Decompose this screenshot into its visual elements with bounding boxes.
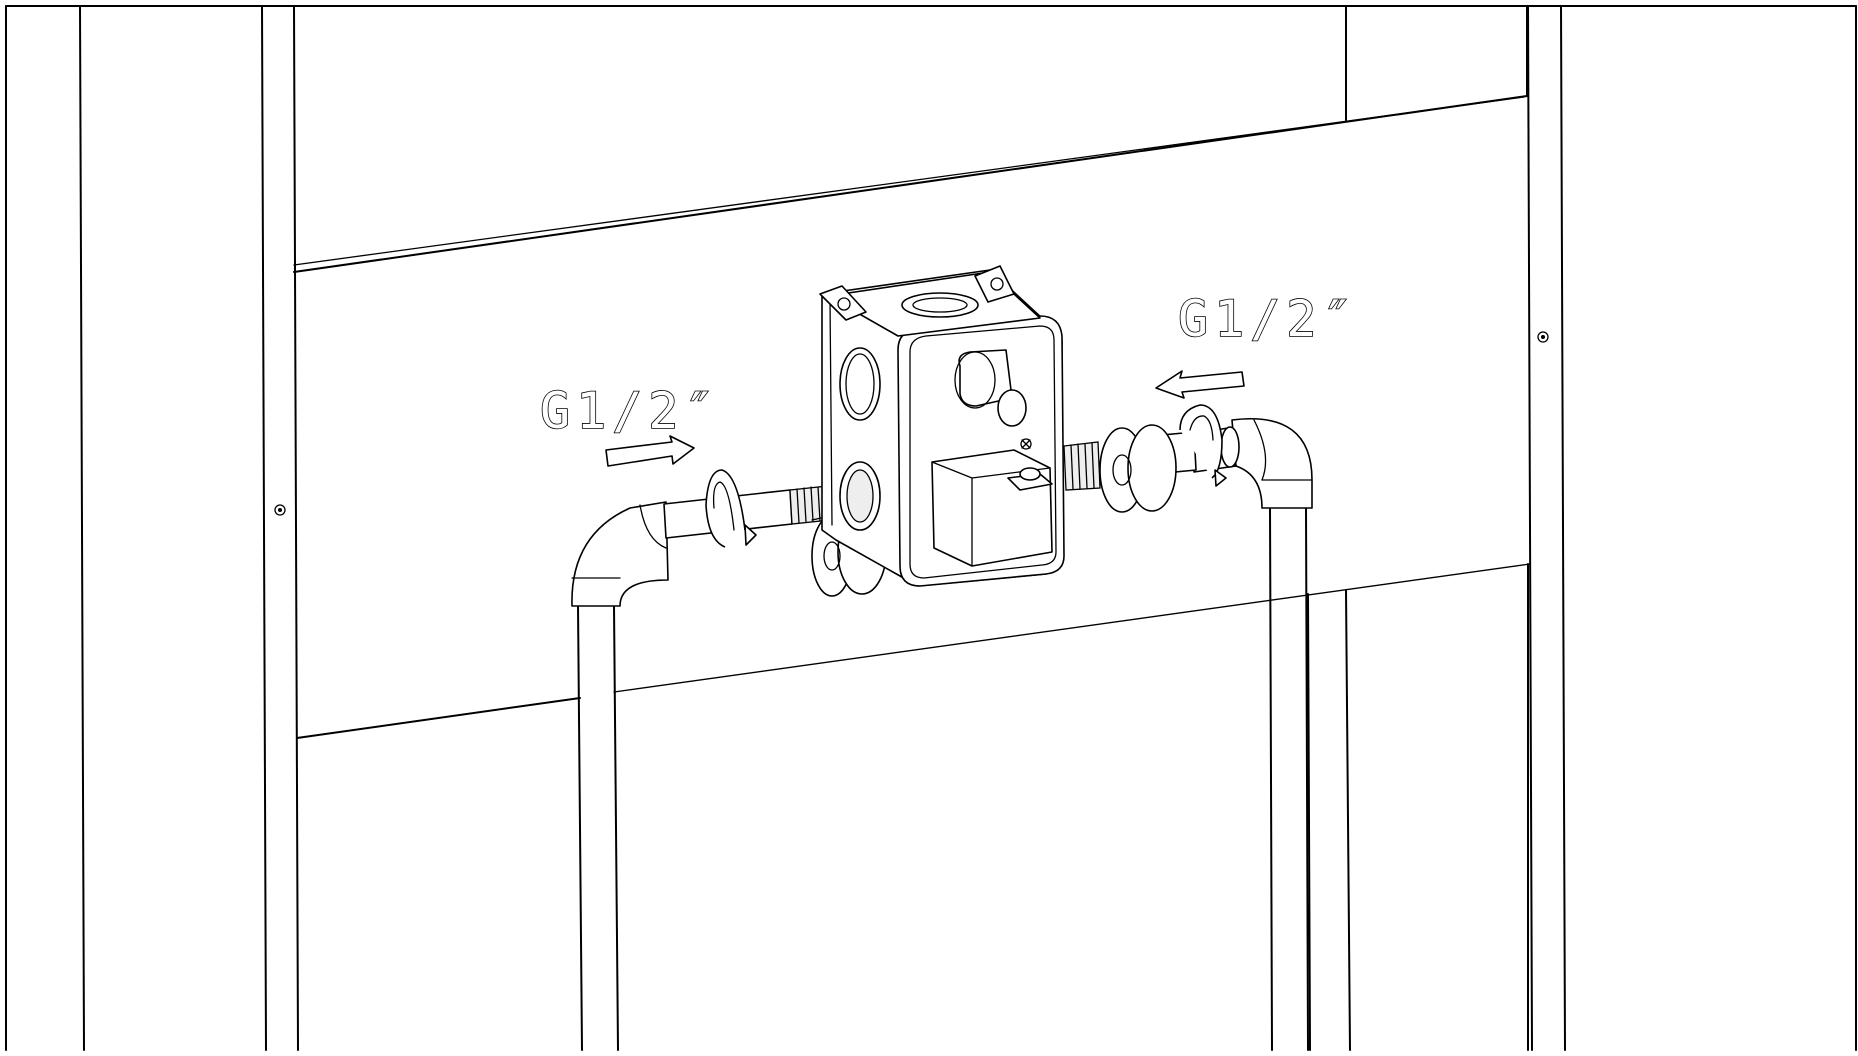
right-supply-pipe	[1063, 418, 1313, 1051]
right-inlet-label: G1/2″	[1178, 290, 1359, 348]
wall-frame	[5, 5, 1857, 1051]
left-supply-pipe	[571, 485, 887, 1051]
left-rotation-indicator	[705, 469, 757, 548]
left-inlet-callout: G1/2″	[539, 381, 721, 467]
right-inlet-callout: G1/2″	[1155, 289, 1359, 399]
mixer-valve-body	[819, 265, 1065, 587]
right-arrow-icon	[605, 435, 695, 467]
right-rotation-indicator	[1179, 404, 1227, 487]
left-arrow-icon	[1155, 370, 1245, 399]
left-inlet-label: G1/2″	[540, 382, 721, 440]
